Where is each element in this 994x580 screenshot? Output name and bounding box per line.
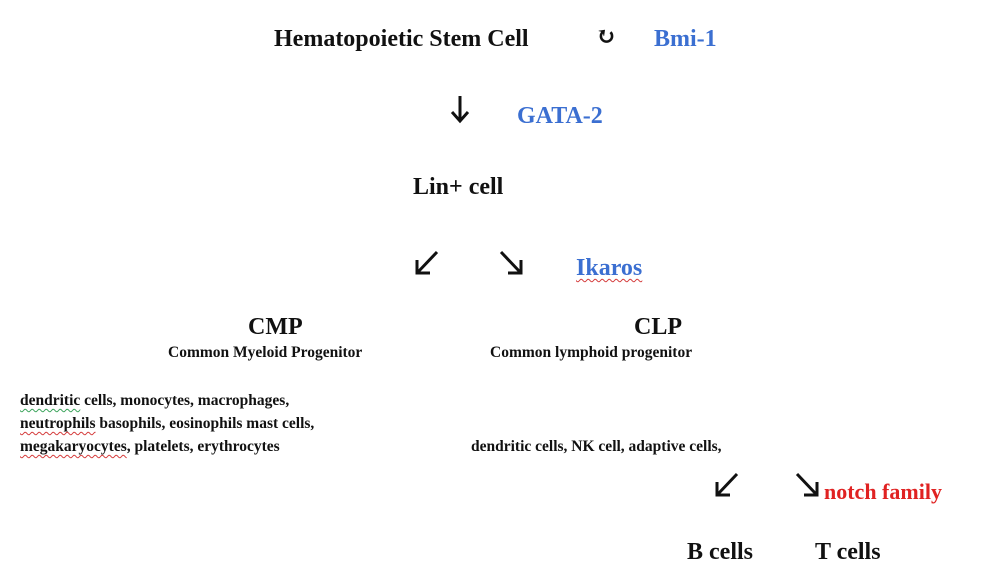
cmp-product-word: dendritic: [20, 392, 81, 409]
cmp-products-line-2: neutrophils basophils, eosinophils mast …: [20, 416, 314, 432]
b-cells-label: B cells: [687, 539, 753, 565]
hsc-label: Hematopoietic Stem Cell: [274, 26, 529, 52]
bmi1-factor: Bmi-1: [654, 26, 717, 52]
cmp-product-word: megakaryocytes: [20, 438, 127, 455]
arrow-down-right-icon: [795, 472, 819, 497]
cmp-abbr: CMP: [248, 314, 303, 340]
arrow-down-left-icon: [415, 250, 439, 275]
clp-full-name: Common lymphoid progenitor: [490, 344, 693, 361]
clp-products: dendritic cells, NK cell, adaptive cells…: [471, 438, 722, 455]
ikaros-factor: Ikaros: [576, 255, 643, 281]
cmp-product-rest: cells, monocytes, macrophages,: [80, 392, 290, 409]
notch-family-factor: notch family: [824, 479, 942, 504]
arrow-down-left-icon: [715, 472, 739, 497]
arrow-down-right-icon: [499, 250, 523, 275]
cmp-full-name: Common Myeloid Progenitor: [168, 344, 363, 361]
self-renew-icon: ↻: [596, 24, 617, 50]
lin-cell-label: Lin+ cell: [413, 174, 504, 200]
cmp-products-line-1: dendritic cells, monocytes, macrophages,: [20, 393, 289, 409]
gata2-factor: GATA-2: [517, 103, 603, 129]
arrow-down-icon: [450, 96, 470, 124]
t-cells-label: T cells: [815, 539, 881, 565]
cmp-products-line-3: megakaryocytes, platelets, erythrocytes: [20, 439, 280, 455]
cmp-product-rest: , platelets, erythrocytes: [126, 438, 280, 455]
cmp-product-rest: basophils, eosinophils mast cells,: [95, 415, 315, 432]
clp-abbr: CLP: [634, 314, 682, 340]
cmp-product-word: neutrophils: [20, 415, 96, 432]
